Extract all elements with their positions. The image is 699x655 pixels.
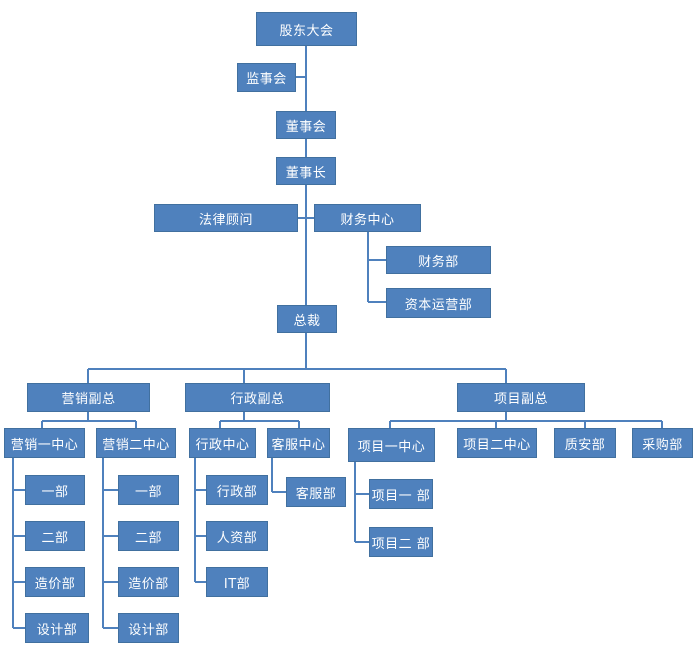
- node-capital-dept: 资本运营部: [386, 288, 491, 318]
- node-m1-cost: 造价部: [25, 567, 85, 597]
- node-hr-dept: 人资部: [206, 521, 268, 551]
- node-project-center-2: 项目二中心: [457, 428, 537, 458]
- node-board: 董事会: [276, 111, 336, 139]
- node-marketing-center-2: 营销二中心: [96, 428, 176, 458]
- node-m2-cost: 造价部: [118, 567, 179, 597]
- node-it-dept: IT部: [206, 567, 268, 597]
- node-service-center: 客服中心: [267, 428, 330, 458]
- node-quality-dept: 质安部: [554, 428, 616, 458]
- node-vp-admin: 行政副总: [185, 383, 330, 412]
- node-admin-center: 行政中心: [189, 428, 256, 458]
- node-finance-dept: 财务部: [386, 246, 491, 274]
- node-chairman: 董事长: [276, 157, 336, 185]
- node-project-dept-2: 项目二 部: [369, 527, 433, 557]
- node-m2-dept-2: 二部: [118, 521, 179, 551]
- node-legal: 法律顾问: [154, 204, 298, 232]
- node-vp-marketing: 营销副总: [27, 383, 150, 412]
- node-m1-dept-2: 二部: [25, 521, 85, 551]
- node-m2-dept-1: 一部: [118, 475, 179, 505]
- node-m2-design: 设计部: [118, 613, 179, 643]
- node-m1-dept-1: 一部: [25, 475, 85, 505]
- node-shareholders: 股东大会: [256, 12, 357, 46]
- node-vp-project: 项目副总: [457, 383, 585, 412]
- node-service-dept: 客服部: [286, 477, 346, 507]
- node-president: 总裁: [277, 305, 337, 333]
- node-finance-center: 财务中心: [314, 204, 421, 232]
- node-purchase-dept: 采购部: [632, 428, 693, 458]
- node-project-center-1: 项目一中心: [348, 428, 435, 462]
- node-marketing-center-1: 营销一中心: [4, 428, 85, 458]
- node-supervisors: 监事会: [237, 63, 296, 92]
- node-project-dept-1: 项目一 部: [369, 479, 433, 509]
- node-m1-design: 设计部: [25, 613, 89, 643]
- node-admin-dept: 行政部: [206, 475, 268, 505]
